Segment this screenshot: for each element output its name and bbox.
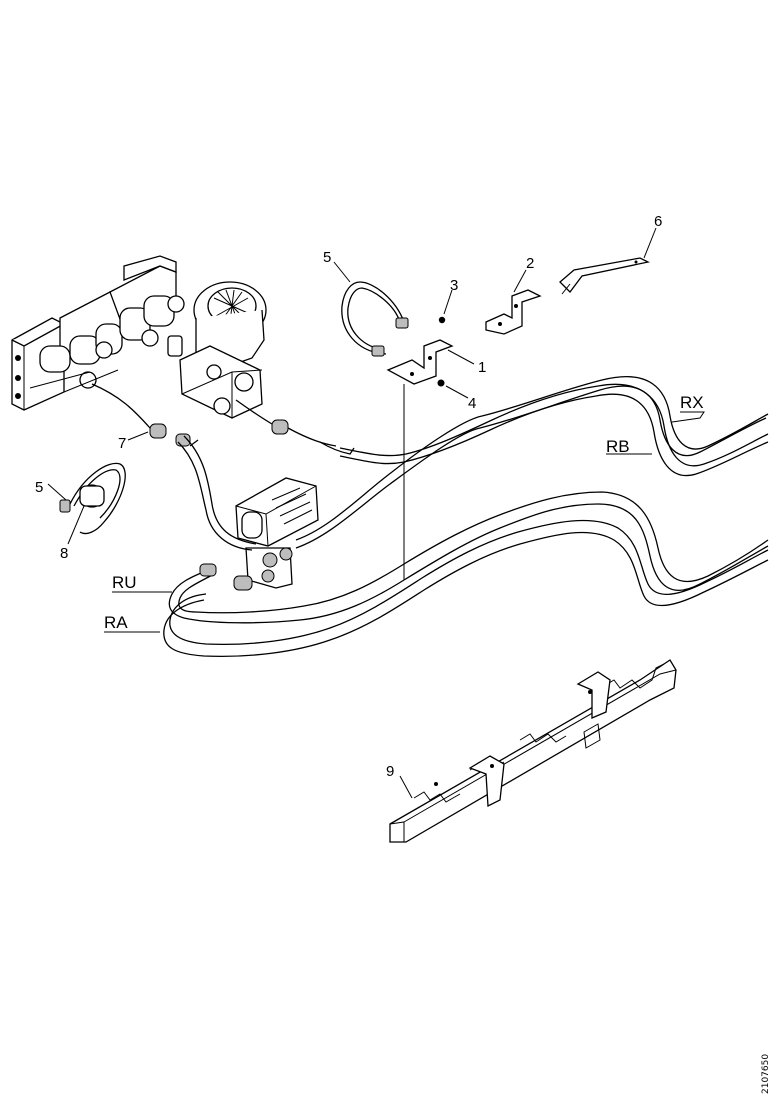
relay-valve-assembly (233, 477, 319, 591)
callout-5-top: 5 (323, 249, 331, 266)
air-dryer-assembly (167, 281, 267, 419)
connector-nuts (149, 419, 289, 447)
drawing-code: 2107650 (761, 1054, 771, 1094)
bolt-3 (438, 316, 446, 324)
callout-5-left: 5 (35, 479, 43, 496)
callout-1: 1 (478, 359, 486, 376)
nut-4 (437, 379, 445, 387)
grommet-8 (79, 484, 105, 508)
callout-8: 8 (60, 545, 68, 562)
pipe-ru-ra (163, 491, 769, 657)
valve-block-assembly (11, 255, 185, 411)
callout-2: 2 (526, 255, 534, 272)
callout-7: 7 (118, 435, 126, 452)
bracket-2 (485, 289, 542, 335)
callout-3: 3 (450, 277, 458, 294)
pipe-label-ru: RU (112, 573, 137, 592)
bracket-6 (559, 257, 650, 295)
callout-9: 9 (386, 763, 394, 780)
mounting-rail-9 (389, 659, 677, 843)
pipe-label-ra: RA (104, 613, 128, 632)
callout-leader-lines (47, 227, 705, 799)
clamp-5-top (341, 281, 409, 357)
pipe-label-rb: RB (606, 437, 630, 456)
callout-4: 4 (468, 395, 476, 412)
bracket-1 (386, 339, 454, 385)
short-hoses (91, 383, 355, 551)
pipe-label-rx: RX (680, 393, 704, 412)
pipe-rx-rb (295, 375, 769, 549)
callout-6: 6 (654, 213, 662, 230)
